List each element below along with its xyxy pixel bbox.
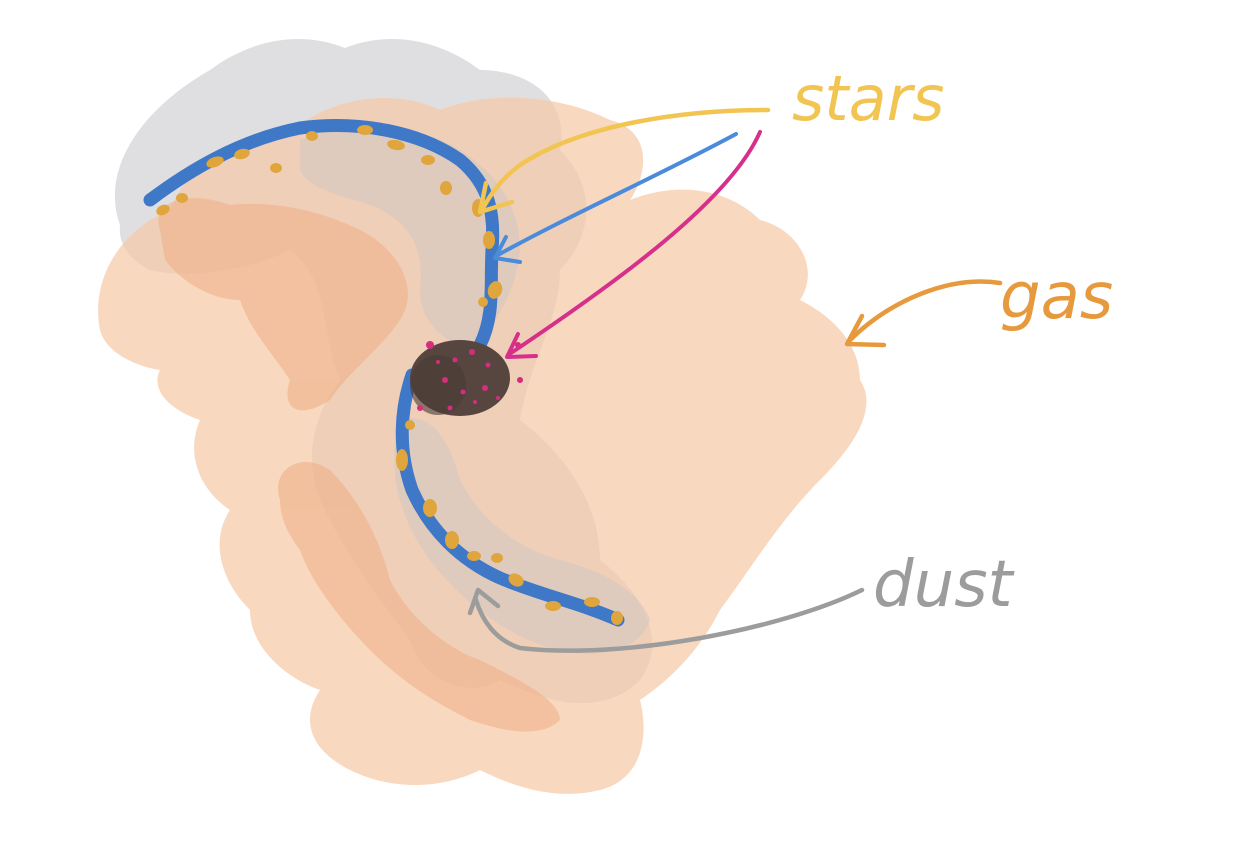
gas-label: gas <box>1000 260 1113 334</box>
core-arrow <box>505 130 762 359</box>
galactic-core <box>410 340 523 416</box>
arm-arrow <box>493 132 738 264</box>
dust-arrow <box>467 587 865 653</box>
gas-dense-lobes <box>158 198 560 732</box>
stars-arrow <box>477 107 771 215</box>
core-spots <box>417 341 523 411</box>
stars-label: stars <box>792 62 944 135</box>
gas-arrow <box>844 279 1003 348</box>
star-dots <box>156 125 623 625</box>
spiral-arm-upper <box>143 119 500 352</box>
dust-label: dust <box>873 548 1016 622</box>
dust-overlay <box>300 126 650 654</box>
